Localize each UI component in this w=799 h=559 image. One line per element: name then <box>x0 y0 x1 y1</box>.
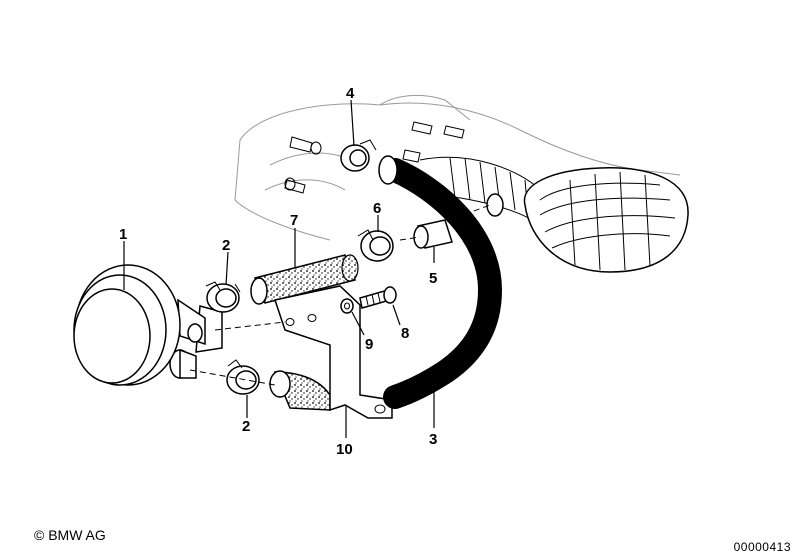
callout-5: 5 <box>429 270 437 287</box>
part-5-sleeve <box>413 219 453 249</box>
callout-8: 8 <box>401 325 409 342</box>
leader-lines <box>123 99 435 438</box>
callout-7: 7 <box>290 212 298 229</box>
callout-4: 4 <box>346 85 355 102</box>
callout-2-upper: 2 <box>222 237 230 254</box>
copyright-notice: © BMW AG <box>34 527 106 543</box>
callout-10: 10 <box>336 441 353 458</box>
part-4-clamp <box>340 139 377 172</box>
part-8-bolt <box>359 286 397 309</box>
part-10-bracket <box>274 285 393 419</box>
part-1-vacuum-unit <box>73 264 223 386</box>
part-9-washer <box>340 298 354 314</box>
callout-3: 3 <box>429 431 437 448</box>
engine-background-outline <box>234 95 689 273</box>
part-6-clamp <box>357 229 394 262</box>
part-3-curved-hose <box>378 155 503 409</box>
lower-hose-segment <box>269 370 331 411</box>
engine-stud <box>284 121 465 194</box>
callout-9: 9 <box>365 336 373 353</box>
callout-1: 1 <box>119 226 127 243</box>
callout-6: 6 <box>373 200 381 217</box>
air-cleaner-housing <box>486 167 689 273</box>
assembly-dash-lines <box>189 204 491 386</box>
part-2-clamp-upper <box>205 281 241 313</box>
callout-2-lower: 2 <box>242 418 250 435</box>
part-7-straight-hose <box>250 254 359 305</box>
part-2-clamp-lower <box>226 359 260 395</box>
document-number: 00000413 <box>733 540 791 554</box>
